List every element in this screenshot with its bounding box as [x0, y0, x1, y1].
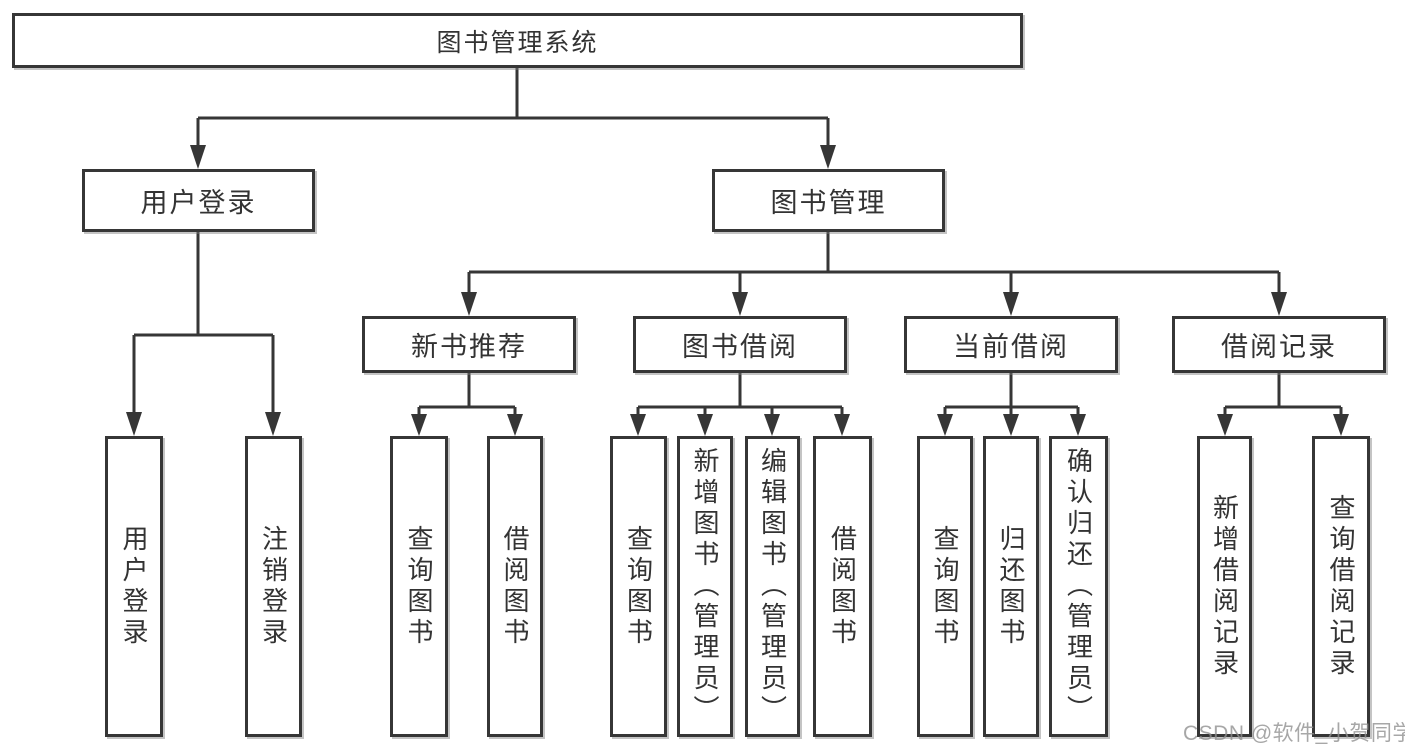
leaf-label: 查询图书: [930, 524, 960, 649]
leaf-label: 查询借阅记录: [1326, 493, 1356, 680]
leaf-return-books: 归还图书: [983, 436, 1039, 737]
node-book-borrowing: 图书借阅: [633, 316, 847, 373]
arrow: [461, 272, 477, 316]
arrow: [834, 407, 850, 436]
leaf-label: 新增借阅记录: [1209, 493, 1240, 680]
leaf-label: 查询图书: [623, 524, 654, 649]
leaf-label: 借阅图书: [827, 524, 858, 649]
arrow: [820, 118, 836, 169]
node-borrowing-records: 借阅记录: [1172, 316, 1386, 373]
leaf-label: 借阅图书: [500, 524, 530, 649]
arrow: [697, 407, 713, 436]
node-label: 新书推荐: [411, 332, 527, 362]
leaf-confirm-return-admin: 确认归还（管理员）: [1049, 436, 1108, 737]
node-label: 当前借阅: [953, 332, 1069, 362]
arrow: [1333, 407, 1349, 436]
arrow: [937, 407, 953, 436]
node-label: 图书借阅: [682, 332, 798, 362]
arrow: [1271, 272, 1287, 316]
leaf-query-books-borrowing: 查询图书: [610, 436, 667, 737]
arrow: [1217, 407, 1233, 436]
leaf-borrow-books: 借阅图书: [813, 436, 872, 737]
leaf-query-borrow-record: 查询借阅记录: [1312, 436, 1370, 737]
node-label: 借阅记录: [1221, 332, 1337, 362]
arrow: [1003, 272, 1019, 316]
leaf-logout: 注销登录: [245, 436, 302, 737]
node-library-management-system: 图书管理系统: [12, 13, 1023, 68]
leaf-add-book-admin: 新增图书（管理员）: [677, 436, 733, 737]
leaf-label: 新增图书（管理员）: [690, 447, 720, 726]
leaf-label: 注销登录: [258, 524, 289, 649]
arrow: [630, 407, 646, 436]
leaf-label: 用户登录: [119, 524, 149, 649]
leaf-edit-book-admin: 编辑图书（管理员）: [745, 436, 800, 737]
leaf-label: 归还图书: [996, 524, 1026, 649]
node-book-management: 图书管理: [712, 169, 945, 232]
arrow: [732, 272, 748, 316]
arrow: [265, 335, 281, 436]
node-label: 图书管理系统: [436, 28, 599, 57]
arrow: [764, 407, 780, 436]
leaf-label: 查询图书: [404, 524, 434, 649]
node-new-book-recommendation: 新书推荐: [362, 316, 576, 373]
leaf-add-borrow-record: 新增借阅记录: [1197, 436, 1252, 737]
leaf-label: 确认归还（管理员）: [1063, 447, 1094, 726]
csdn-watermark: CSDN @软件_小贺同学: [1183, 722, 1405, 745]
node-label: 图书管理: [770, 188, 887, 218]
arrow: [507, 407, 523, 436]
node-current-borrowing: 当前借阅: [904, 316, 1118, 373]
leaf-query-books-recommend: 查询图书: [390, 436, 448, 737]
leaf-borrow-books-recommend: 借阅图书: [487, 436, 543, 737]
arrow: [190, 118, 206, 169]
node-user-login: 用户登录: [82, 169, 315, 232]
arrow: [126, 335, 142, 436]
arrow: [1070, 407, 1086, 436]
leaf-query-books-current: 查询图书: [917, 436, 973, 737]
arrow: [1003, 407, 1019, 436]
leaf-label: 编辑图书（管理员）: [757, 447, 788, 726]
leaf-user-login: 用户登录: [105, 436, 163, 737]
node-label: 用户登录: [140, 188, 257, 218]
arrow: [411, 407, 427, 436]
